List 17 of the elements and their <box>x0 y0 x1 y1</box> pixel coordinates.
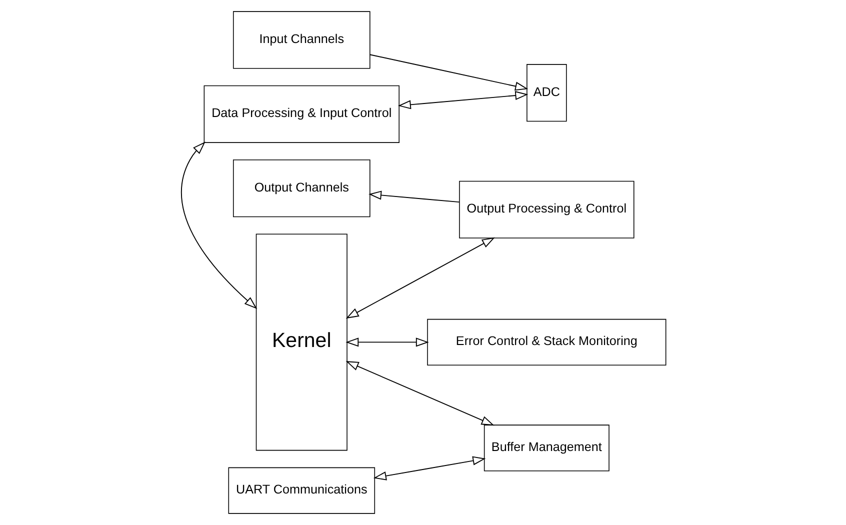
node-box: Kernel <box>255 234 347 451</box>
node-box: Data Processing & Input Control <box>203 85 399 143</box>
arrow <box>397 91 528 110</box>
node-box: Buffer Management <box>483 424 609 472</box>
arrow <box>345 237 494 319</box>
node-box: ADC <box>526 64 566 122</box>
node-box: Output Processing & Control <box>458 180 634 238</box>
arrow <box>345 338 428 347</box>
arrow <box>368 54 528 91</box>
node-box: Output Channels <box>232 160 370 218</box>
arrow <box>368 190 460 203</box>
node-box: Input Channels <box>232 11 370 69</box>
node-box: UART Communications <box>228 467 375 514</box>
arrow <box>372 456 486 480</box>
arrow <box>345 361 494 426</box>
arrow <box>180 142 257 309</box>
node-box: Error Control & Stack Monitoring <box>426 318 666 366</box>
